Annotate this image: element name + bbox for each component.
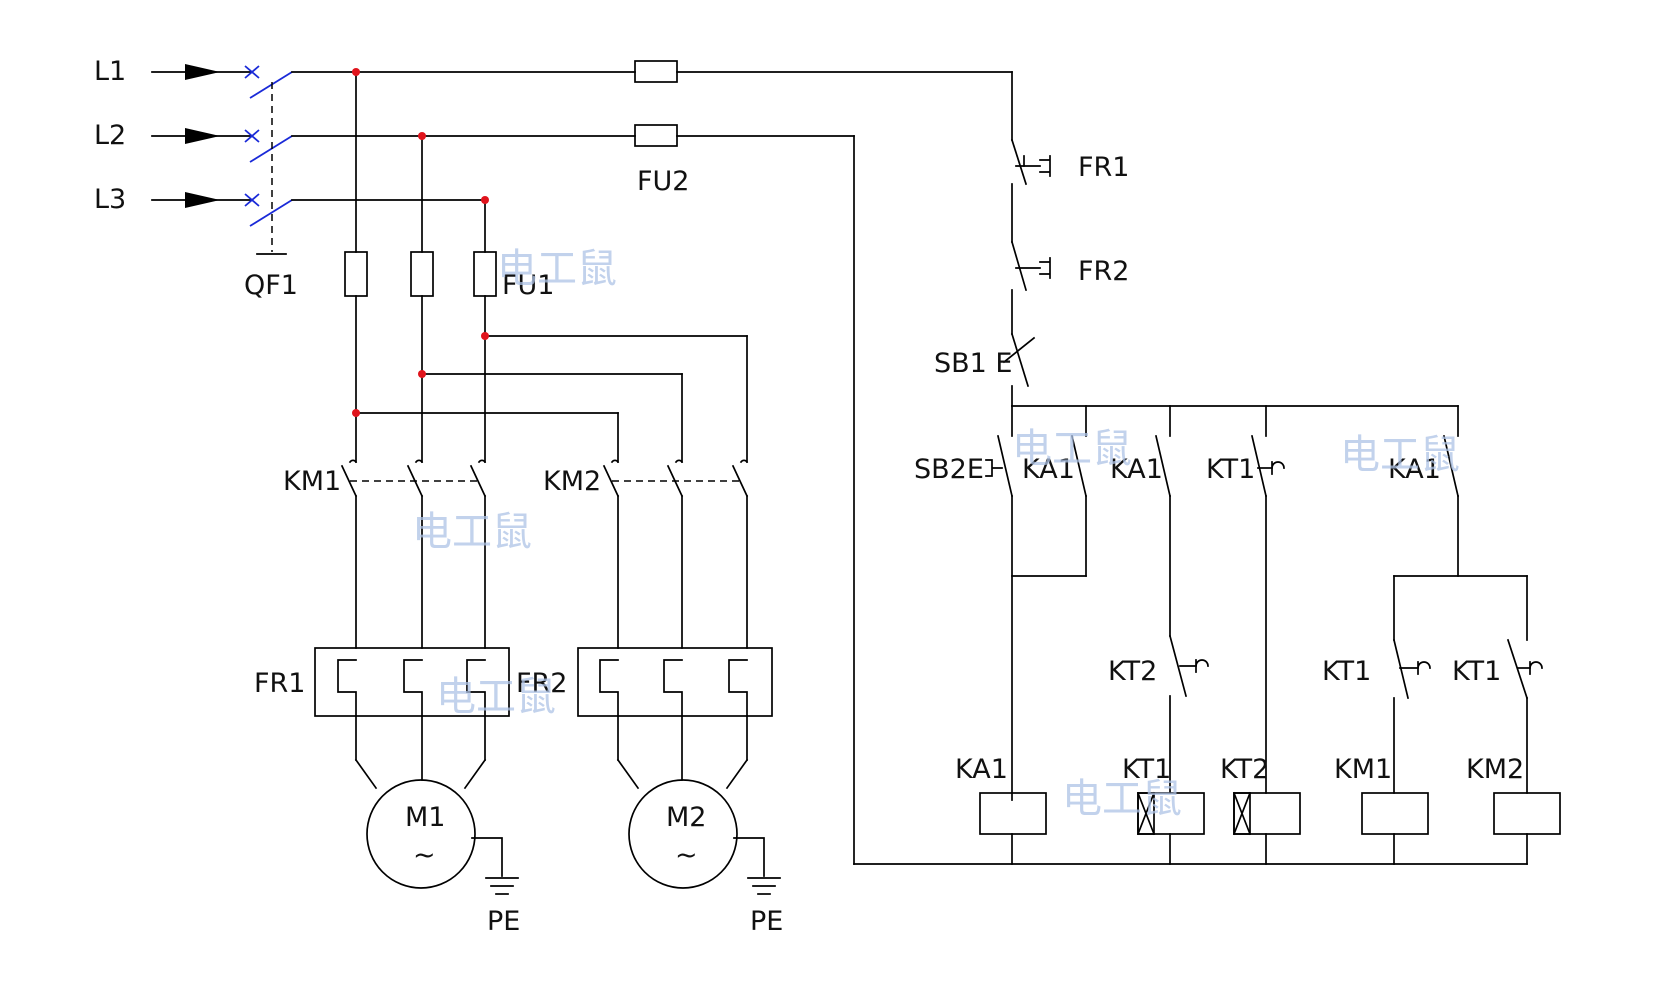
- label-l2: L2: [94, 120, 126, 151]
- watermark: 电工鼠: [1062, 776, 1182, 822]
- watermark: 电工鼠: [1340, 432, 1460, 478]
- label-sb1: SB1 E: [934, 348, 1012, 379]
- fuse-fu1: [344, 251, 497, 463]
- label-fr2-main: FR2: [516, 668, 567, 699]
- control-series: [1002, 138, 1459, 407]
- label-kt1-no: KT1: [1452, 656, 1501, 687]
- label-coil-ka1: KA1: [955, 754, 1008, 785]
- watermark: 电工鼠: [497, 246, 617, 292]
- label-m1: M1: [405, 802, 445, 833]
- label-qf1: QF1: [244, 270, 298, 301]
- branch-ka1-coil: [979, 405, 1088, 865]
- contactor-km2: [602, 459, 749, 649]
- overload-fr2: [577, 647, 773, 790]
- label-ka1-kt1: KA1: [1110, 454, 1163, 485]
- label-sb2: SB2E: [914, 454, 984, 485]
- watermark: 电工鼠: [1012, 426, 1132, 472]
- label-l1: L1: [94, 56, 126, 87]
- branch-kt1-coil: [1136, 405, 1209, 865]
- breaker-qf1: [244, 65, 293, 255]
- branch-kt2-coil: [1232, 405, 1301, 865]
- watermarks: 电工鼠 电工鼠 电工鼠 电工鼠 电工鼠 电工鼠: [412, 246, 1460, 822]
- label-fr2-ctrl: FR2: [1078, 256, 1129, 287]
- watermark: 电工鼠: [412, 509, 532, 555]
- label-ka1-km: KA1: [1388, 454, 1441, 485]
- label-coil-kt1: KT1: [1122, 754, 1171, 785]
- label-fu2: FU2: [637, 166, 689, 197]
- label-fr1-ctrl: FR1: [1078, 152, 1129, 183]
- label-ka1-hold: KA1: [1022, 454, 1075, 485]
- label-coil-km2: KM2: [1466, 754, 1524, 785]
- label-km1: KM1: [283, 466, 341, 497]
- contactor-km1: [340, 459, 487, 649]
- labels: L1 L2 L3 QF1 FU1 FU2 KM1 KM2 FR1 FR2 M1 …: [94, 56, 1524, 937]
- label-fr1-main: FR1: [254, 668, 305, 699]
- label-pe2: PE: [750, 906, 783, 937]
- label-m1-ac: ~: [413, 840, 436, 871]
- label-m2-ac: ~: [675, 840, 698, 871]
- overload-fr1: [314, 647, 510, 790]
- label-kt1-inst: KT1: [1206, 454, 1255, 485]
- watermark: 电工鼠: [436, 674, 556, 720]
- label-km2: KM2: [543, 466, 601, 497]
- junction-dots: [352, 68, 489, 417]
- label-kt1-nc: KT1: [1322, 656, 1371, 687]
- label-l3: L3: [94, 184, 126, 215]
- label-kt2-contact: KT2: [1108, 656, 1157, 687]
- power-bus: [291, 71, 1528, 865]
- fuse-fu2: [634, 60, 678, 147]
- supply-lines: [151, 64, 253, 208]
- branch-km-coils: [1361, 405, 1561, 865]
- label-m2: M2: [666, 802, 706, 833]
- km2-feed: [355, 335, 748, 463]
- motor-m1: [366, 779, 519, 895]
- label-pe1: PE: [487, 906, 520, 937]
- motor-m2: [628, 779, 781, 895]
- label-coil-kt2: KT2: [1220, 754, 1269, 785]
- label-fu1: FU1: [502, 270, 554, 301]
- label-coil-km1: KM1: [1334, 754, 1392, 785]
